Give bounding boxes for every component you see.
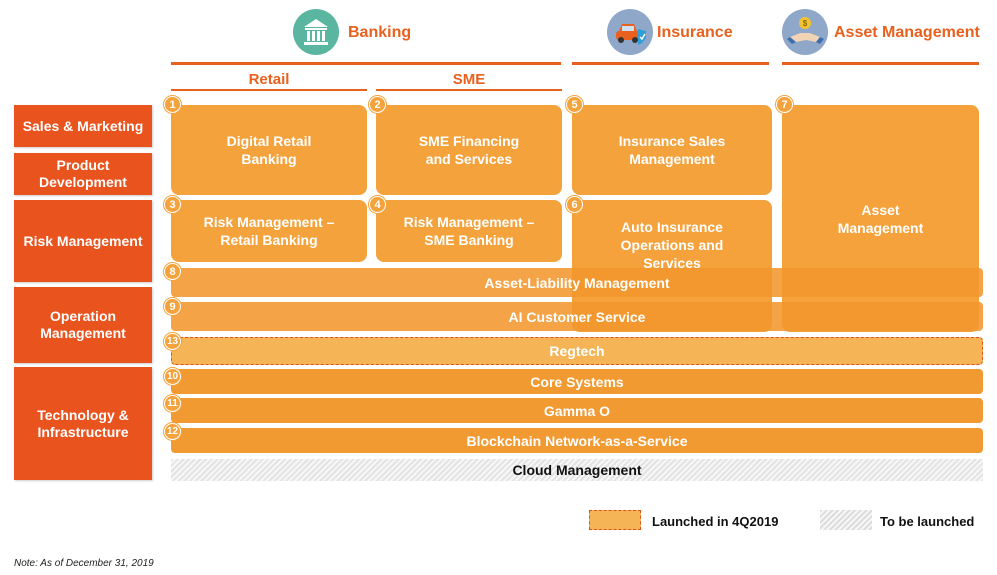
asset-management-header: Asset Management	[834, 24, 980, 41]
banking-header: Banking	[348, 24, 412, 41]
badge-9: 9	[164, 298, 181, 315]
bar-regtech: Regtech	[171, 337, 983, 365]
box-insurance-sales: Insurance Sales Management	[572, 105, 772, 195]
bar-core-systems: Core Systems	[171, 369, 983, 394]
badge-4: 4	[369, 196, 386, 213]
badge-2: 2	[369, 96, 386, 113]
category-product-development: Product Development	[14, 153, 152, 195]
badge-12: 12	[164, 423, 181, 440]
retail-header: Retail	[248, 71, 290, 88]
retail-underline	[171, 89, 367, 91]
sme-header: SME	[452, 71, 486, 88]
badge-6: 6	[566, 196, 583, 213]
insurance-header: Insurance	[657, 24, 733, 41]
category-technology-infrastructure: Technology & Infrastructure	[14, 367, 152, 480]
badge-13: 13	[164, 333, 181, 350]
box-digital-retail-banking: Digital Retail Banking	[171, 105, 367, 195]
car-shield-icon	[607, 9, 653, 55]
category-operation-management: Operation Management	[14, 287, 152, 363]
legend-to-be-launched-swatch	[820, 510, 872, 530]
badge-10: 10	[164, 368, 181, 385]
badge-11: 11	[164, 395, 181, 412]
bar-gamma-o: Gamma O	[171, 398, 983, 423]
sme-underline	[376, 89, 562, 91]
category-risk-management: Risk Management	[14, 200, 152, 282]
handshake-coin-icon: $	[782, 9, 828, 55]
bar-cloud-management: Cloud Management	[171, 459, 983, 481]
legend-launched-label: Launched in 4Q2019	[652, 514, 779, 529]
svg-text:$: $	[803, 19, 808, 28]
insurance-underline	[572, 62, 769, 65]
banking-underline	[171, 62, 561, 65]
bar-blockchain: Blockchain Network-as-a-Service	[171, 428, 983, 453]
category-sales-marketing: Sales & Marketing	[14, 105, 152, 147]
legend-launched-swatch	[589, 510, 641, 530]
footnote: Note: As of December 31, 2019	[14, 558, 154, 569]
legend-to-be-launched-label: To be launched	[880, 514, 975, 529]
badge-3: 3	[164, 196, 181, 213]
badge-8: 8	[164, 263, 181, 280]
box-asset-management: Asset Management	[782, 105, 979, 332]
bar-asset-liability: Asset-Liability Management	[171, 268, 983, 297]
bar-ai-customer-service: AI Customer Service	[171, 302, 983, 331]
badge-1: 1	[164, 96, 181, 113]
badge-7: 7	[776, 96, 793, 113]
bank-icon	[293, 9, 339, 55]
asset-management-underline	[782, 62, 979, 65]
box-risk-retail: Risk Management – Retail Banking	[171, 200, 367, 262]
badge-5: 5	[566, 96, 583, 113]
box-sme-financing: SME Financing and Services	[376, 105, 562, 195]
box-risk-sme: Risk Management – SME Banking	[376, 200, 562, 262]
